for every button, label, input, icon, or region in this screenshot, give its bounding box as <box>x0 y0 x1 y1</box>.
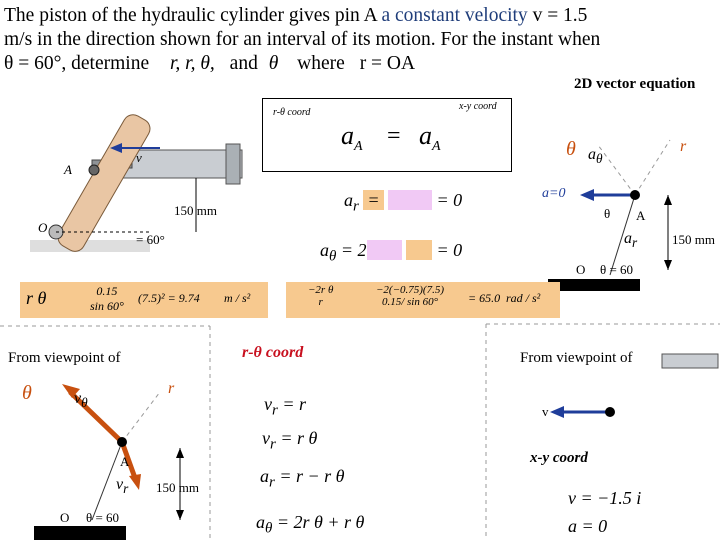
bottom-right-point <box>605 407 615 417</box>
right-point-A <box>630 190 640 200</box>
right-ground <box>548 279 640 291</box>
mid-vr2: vr = r θ <box>262 428 318 453</box>
fig-label-O: O <box>38 220 48 235</box>
rd-theta-small: θ <box>604 206 611 221</box>
rd-dim: 150 mm <box>672 232 715 247</box>
ground-base <box>30 240 150 252</box>
bl-viewpoint: From viewpoint of <box>8 350 121 366</box>
vector-eq-title: 2D vector equation <box>574 76 696 92</box>
problem-line1c: v = 1.5 <box>527 5 588 26</box>
fig-dim: 150 mm <box>174 203 217 218</box>
fig-angle: = 60° <box>136 232 165 247</box>
pin-A <box>88 164 100 176</box>
bl-v-theta: vθ <box>74 390 88 411</box>
problem-line1a: The piston of the hydraulic cylinder giv… <box>4 5 382 26</box>
br-a-eq: a = 0 <box>568 516 608 536</box>
cylinder-thumb <box>661 353 719 369</box>
mid-atheta: aθ = 2r θ + r θ <box>256 512 365 537</box>
problem-r-eq: r = OA <box>359 53 416 74</box>
fig-label-A: A <box>64 162 72 177</box>
bl-r: r <box>168 380 175 397</box>
rd-O: O <box>576 262 586 277</box>
rd-a-r: ar <box>624 230 638 251</box>
v-r-arrow <box>119 441 138 479</box>
problem-where: where <box>297 53 345 74</box>
mid-title: r-θ coord <box>242 344 304 361</box>
right-vector-diagram <box>548 139 672 291</box>
eqbox-a-right: aA <box>419 121 441 155</box>
bottom-point-A <box>117 437 127 447</box>
br-viewpoint: From viewpoint of <box>520 350 633 366</box>
br-v-eq: v = −1.5 i <box>568 488 642 508</box>
bl-dim: 150 mm <box>156 480 199 495</box>
eqbox-rtheta-label: r-θ coord <box>273 107 311 118</box>
eqbox-equals: = <box>387 123 401 149</box>
problem-vars: r, r, θ, <box>169 53 215 74</box>
rd-theta: θ <box>566 138 576 160</box>
problem-statement: The piston of the hydraulic cylinder giv… <box>4 4 704 76</box>
bl-O: O <box>60 510 70 525</box>
rd-r: r <box>680 138 687 155</box>
br-title: x-y coord <box>530 450 588 466</box>
rd-a-theta: aθ <box>588 146 603 167</box>
fig-label-v: v <box>136 150 142 165</box>
bl-v-r: vr <box>116 476 129 497</box>
eq-ar: ar = = 0 <box>344 190 463 215</box>
rd-angle: θ = 60 <box>600 262 634 277</box>
mechanism-figure <box>30 114 243 252</box>
mid-vr1: vr = r <box>264 394 306 419</box>
problem-line3: θ = 60°, determine <box>4 53 150 74</box>
mid-ar: ar = r − r θ <box>260 466 345 491</box>
eq-atheta: aθ = 2 = 0 <box>320 240 463 265</box>
eqbox-xy-label: x-y coord <box>459 101 497 112</box>
bottom-left-diagram <box>34 384 184 540</box>
bottom-right-diagram <box>550 353 719 418</box>
problem-line2: m/s in the direction shown for an interv… <box>4 29 601 50</box>
equation-box: r-θ coord x-y coord aA = aA <box>262 98 512 172</box>
rd-A: A <box>636 208 646 223</box>
cylinder-endcap <box>225 143 241 185</box>
bl-A: A <box>120 454 130 469</box>
bottom-ground <box>34 526 126 540</box>
br-v: v <box>542 404 549 419</box>
problem-and: and <box>229 53 258 74</box>
hydraulic-cylinder <box>121 149 243 179</box>
v-theta-arrow <box>68 390 124 444</box>
problem-highlight: a constant velocity <box>381 5 528 26</box>
bl-theta: θ <box>22 382 32 404</box>
bl-angle: θ = 60 <box>86 510 120 525</box>
eqbox-a-left: aA <box>341 121 363 155</box>
rd-a-eq0: a=0 <box>542 186 566 201</box>
problem-theta-dd: θ <box>268 53 279 74</box>
